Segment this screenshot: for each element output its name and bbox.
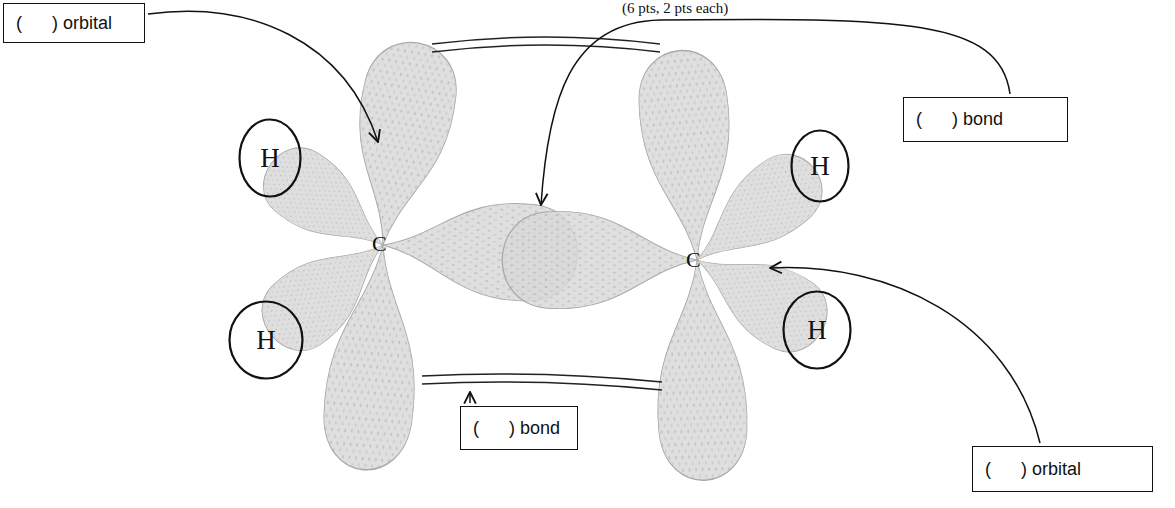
points-note: (6 pts, 2 pts each): [622, 0, 728, 17]
atom-symbol: H: [790, 129, 850, 203]
atom-symbol: C: [372, 231, 387, 257]
label-box: ( ) orbital: [972, 446, 1153, 492]
atom-circle: H: [238, 118, 302, 198]
label-box: ( ) orbital: [3, 3, 145, 43]
blank-label: ( ) bond: [916, 109, 1003, 130]
sp2-lobe: [502, 211, 697, 308]
blank-label: ( ) bond: [473, 418, 560, 439]
atom-circle: H: [782, 290, 852, 370]
leader-arrow: [541, 19, 1010, 205]
pi-line: [422, 382, 662, 390]
leader-arrows: [148, 11, 1040, 443]
atom-circle: H: [228, 300, 304, 380]
atom-symbol: C: [686, 247, 701, 273]
blank-label: ( ) orbital: [985, 459, 1081, 480]
atom-symbol: H: [782, 290, 852, 370]
orbital-lobes: [247, 35, 840, 482]
pi-line: [422, 374, 662, 382]
leader-arrow: [148, 11, 378, 142]
atom-symbol: H: [228, 300, 304, 380]
leader-arrow: [469, 392, 471, 403]
atom-circle: H: [790, 129, 850, 203]
leader-arrow: [770, 268, 1040, 443]
label-box: ( ) bond: [460, 406, 578, 450]
atom-symbol: H: [238, 118, 302, 198]
label-box: ( ) bond: [903, 97, 1068, 142]
blank-label: ( ) orbital: [16, 13, 112, 34]
pi-overlap-lines: [422, 37, 662, 390]
pi-line: [432, 45, 660, 52]
pi-line: [432, 37, 660, 44]
